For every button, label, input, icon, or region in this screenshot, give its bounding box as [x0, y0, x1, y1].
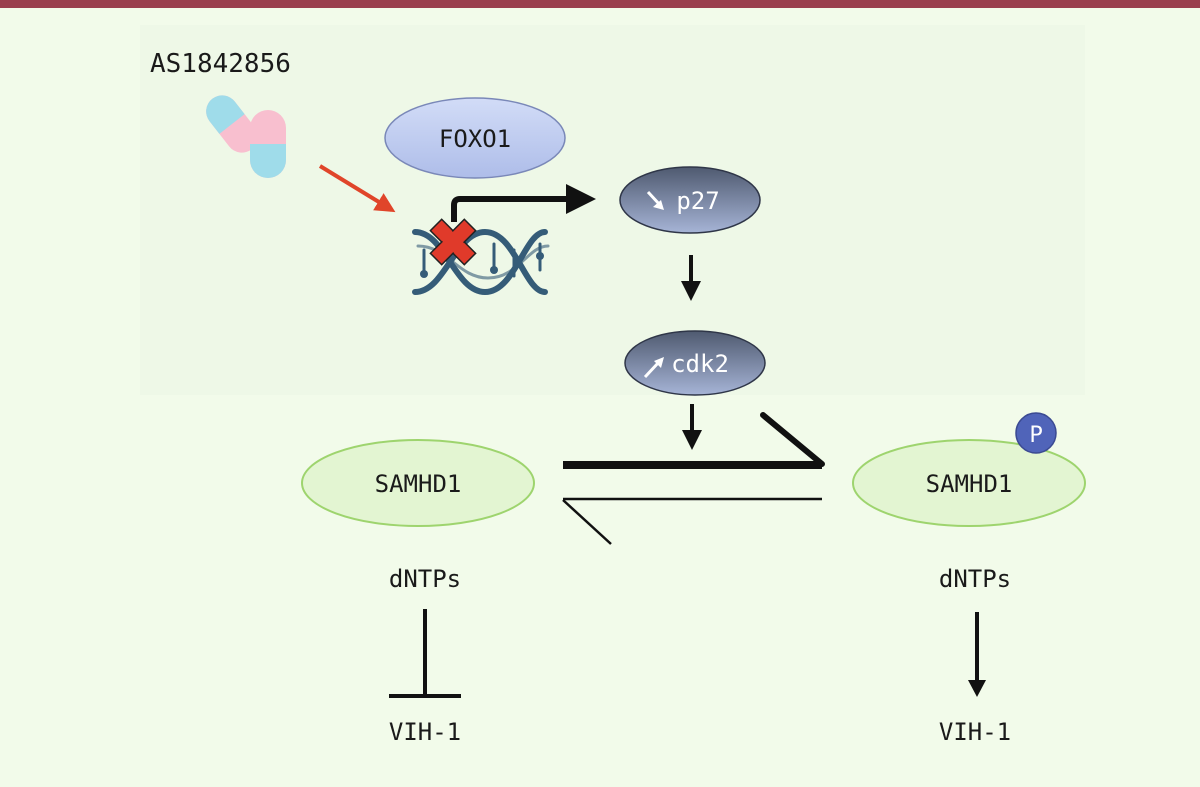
- inhibition-bar: [389, 609, 461, 698]
- drug-arrow: [318, 164, 396, 213]
- p27-label: p27: [676, 187, 719, 215]
- transcription-arrow: [451, 184, 596, 222]
- equilibrium-arrows: [562, 412, 825, 545]
- samhd1-right-node: SAMHD1: [852, 439, 1086, 527]
- activation-arrow: [968, 612, 986, 697]
- right-dntps-label: dNTPs: [939, 565, 1011, 593]
- pills-icon: [206, 95, 286, 178]
- drug-label: AS1842856: [150, 49, 291, 79]
- left-dntps-label: dNTPs: [389, 565, 461, 593]
- samhd1-left-label: SAMHD1: [375, 470, 462, 498]
- phosphate-badge: P: [1015, 412, 1057, 454]
- samhd1-right-label: SAMHD1: [926, 470, 1013, 498]
- p27-node: p27: [619, 166, 761, 234]
- up-arrow-icon: [643, 357, 664, 379]
- top-bar: [0, 0, 1200, 8]
- foxo1-label: FOXO1: [439, 125, 511, 153]
- left-vih1-label: VIH-1: [389, 718, 461, 746]
- samhd1-left-node: SAMHD1: [301, 439, 535, 527]
- inhibition-x-icon: [429, 218, 477, 266]
- down-arrow-icon: [646, 190, 664, 210]
- foxo1-node: FOXO1: [384, 97, 566, 179]
- phosphate-label: P: [1029, 423, 1042, 448]
- right-vih1-label: VIH-1: [939, 718, 1011, 746]
- cdk2-node: cdk2: [624, 330, 766, 396]
- background-panel: [140, 25, 1085, 395]
- cdk2-label: cdk2: [671, 350, 729, 378]
